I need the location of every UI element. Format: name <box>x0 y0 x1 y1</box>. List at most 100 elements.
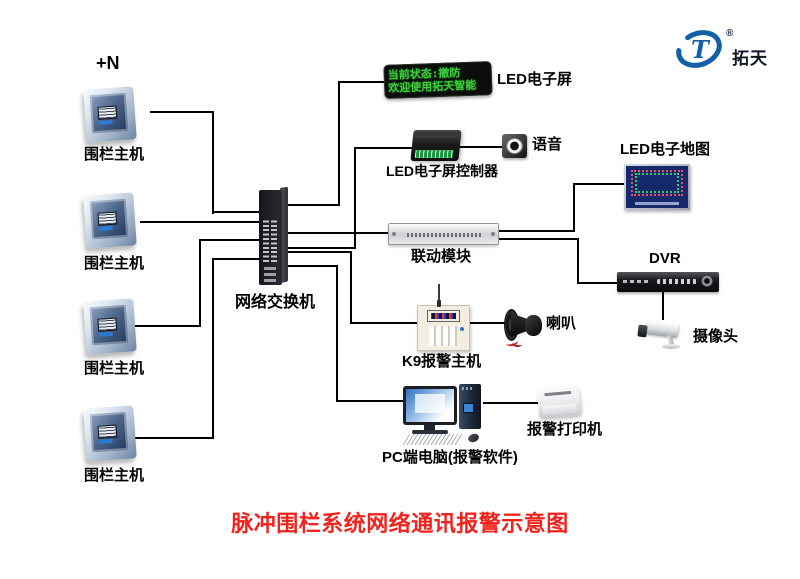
keyboard-icon <box>402 434 466 445</box>
led-controller-label: LED电子屏控制器 <box>386 163 498 179</box>
mouse-icon <box>466 432 481 444</box>
connector-line <box>199 239 264 241</box>
pc-tower <box>459 384 481 429</box>
network-switch-device <box>259 186 289 285</box>
camera-body <box>643 319 679 339</box>
connector-line <box>483 402 540 404</box>
fence-host-label-2: 围栏主机 <box>83 255 144 272</box>
led-controller-lid <box>414 132 460 138</box>
dvr-jog-dial-icon <box>701 275 713 287</box>
connector-line <box>577 282 619 284</box>
fence-host-label-3: 围栏主机 <box>83 360 144 377</box>
switch-ports-icon <box>263 218 269 262</box>
plus-n-label: +N <box>96 53 120 73</box>
brand-name: 拓天 <box>732 49 768 68</box>
connector-line <box>133 325 201 327</box>
camera-lens-icon <box>637 324 648 338</box>
voice-speaker-device <box>502 134 527 158</box>
connector-line <box>458 146 504 148</box>
horn-wire-red <box>511 339 523 348</box>
connector-line <box>354 147 414 149</box>
connector-line <box>338 81 340 206</box>
connector-line <box>354 147 356 249</box>
horn-driver <box>525 315 542 336</box>
registered-mark: ® <box>726 28 734 39</box>
led-screen-device: 当前状态:撤防 欢迎使用拓天智能 <box>383 61 493 99</box>
fence-host-device-2 <box>83 192 137 249</box>
fence-host-label-4: 围栏主机 <box>83 467 144 484</box>
connector-line <box>199 239 201 327</box>
printer-front-panel <box>542 403 578 416</box>
connector-line <box>336 265 338 402</box>
brand-logo: T ® 拓天 <box>664 24 784 74</box>
fence-host-screen <box>97 424 118 439</box>
monitor-base <box>412 430 448 434</box>
led-map-green-dots <box>635 173 679 193</box>
horn-device <box>504 306 544 348</box>
diagram-title: 脉冲围栏系统网络通讯报警示意图 <box>231 511 569 536</box>
connector-line <box>150 111 214 113</box>
connector-line <box>470 322 506 324</box>
led-map-red-dots <box>631 170 683 196</box>
connector-line <box>577 238 579 284</box>
connector-line <box>140 221 264 223</box>
led-map-label: LED电子地图 <box>620 141 711 158</box>
monitor <box>403 386 457 425</box>
camera-label: 摄像头 <box>693 328 739 345</box>
screw-icon <box>491 232 495 236</box>
switch-uplink-ports-icon <box>264 266 276 282</box>
connector-line <box>283 251 352 253</box>
fence-host-screen <box>97 317 118 332</box>
switch-ports-icon <box>271 218 277 262</box>
linkage-vents-icon <box>407 233 483 237</box>
horn-label: 喇叭 <box>546 315 577 332</box>
fence-host-screen <box>97 105 118 120</box>
fence-host-device-1 <box>83 86 137 143</box>
antenna-icon <box>437 284 441 307</box>
led-map-board <box>626 166 688 208</box>
logo-swirl-icon: T <box>676 30 722 68</box>
fence-host-device-3 <box>83 298 137 355</box>
connector-line <box>283 204 340 206</box>
k9-display <box>427 310 460 322</box>
connector-line <box>350 322 420 324</box>
voice-label: 语音 <box>532 136 563 153</box>
connector-line <box>498 230 575 232</box>
switch-front-panel <box>259 190 282 285</box>
k9-status-led-icon <box>460 327 464 331</box>
connector-line <box>283 247 356 249</box>
connector-line <box>212 211 264 213</box>
connector-line <box>350 251 352 324</box>
k9-alarm-host-device <box>417 284 470 351</box>
connector-line <box>283 265 338 267</box>
led-screen-label: LED电子屏 <box>497 71 573 88</box>
fence-host-device-4 <box>83 405 137 462</box>
dvr-buttons-icon <box>657 279 697 284</box>
printer-device <box>536 384 582 419</box>
monitor-stand <box>424 425 435 431</box>
connector-line <box>336 400 404 402</box>
connector-line <box>212 258 264 260</box>
connector-line <box>498 238 579 240</box>
linkage-module-label: 联动模块 <box>411 248 472 265</box>
led-screen-text-line2: 欢迎使用拓天智能 <box>388 78 477 95</box>
led-map-device <box>624 164 690 210</box>
k9-alarm-host-label: K9报警主机 <box>402 353 482 370</box>
connector-line <box>133 437 214 439</box>
speaker-cone-icon <box>506 138 523 154</box>
monitor-screen <box>406 389 454 422</box>
led-controller-device <box>410 130 462 161</box>
connector-line <box>338 81 386 83</box>
tower-display <box>463 403 474 413</box>
printer-label: 报警打印机 <box>527 421 603 438</box>
camera-base <box>662 344 680 349</box>
connector-line <box>283 232 388 234</box>
linkage-module-device <box>388 223 499 245</box>
dvr-front-text <box>623 280 649 283</box>
pc-label: PC端电脑(报警软件) <box>382 449 518 466</box>
screw-icon <box>392 232 396 236</box>
fence-host-screen <box>97 211 118 226</box>
horn-cone-icon <box>511 313 528 337</box>
svg-text:T: T <box>691 35 711 64</box>
